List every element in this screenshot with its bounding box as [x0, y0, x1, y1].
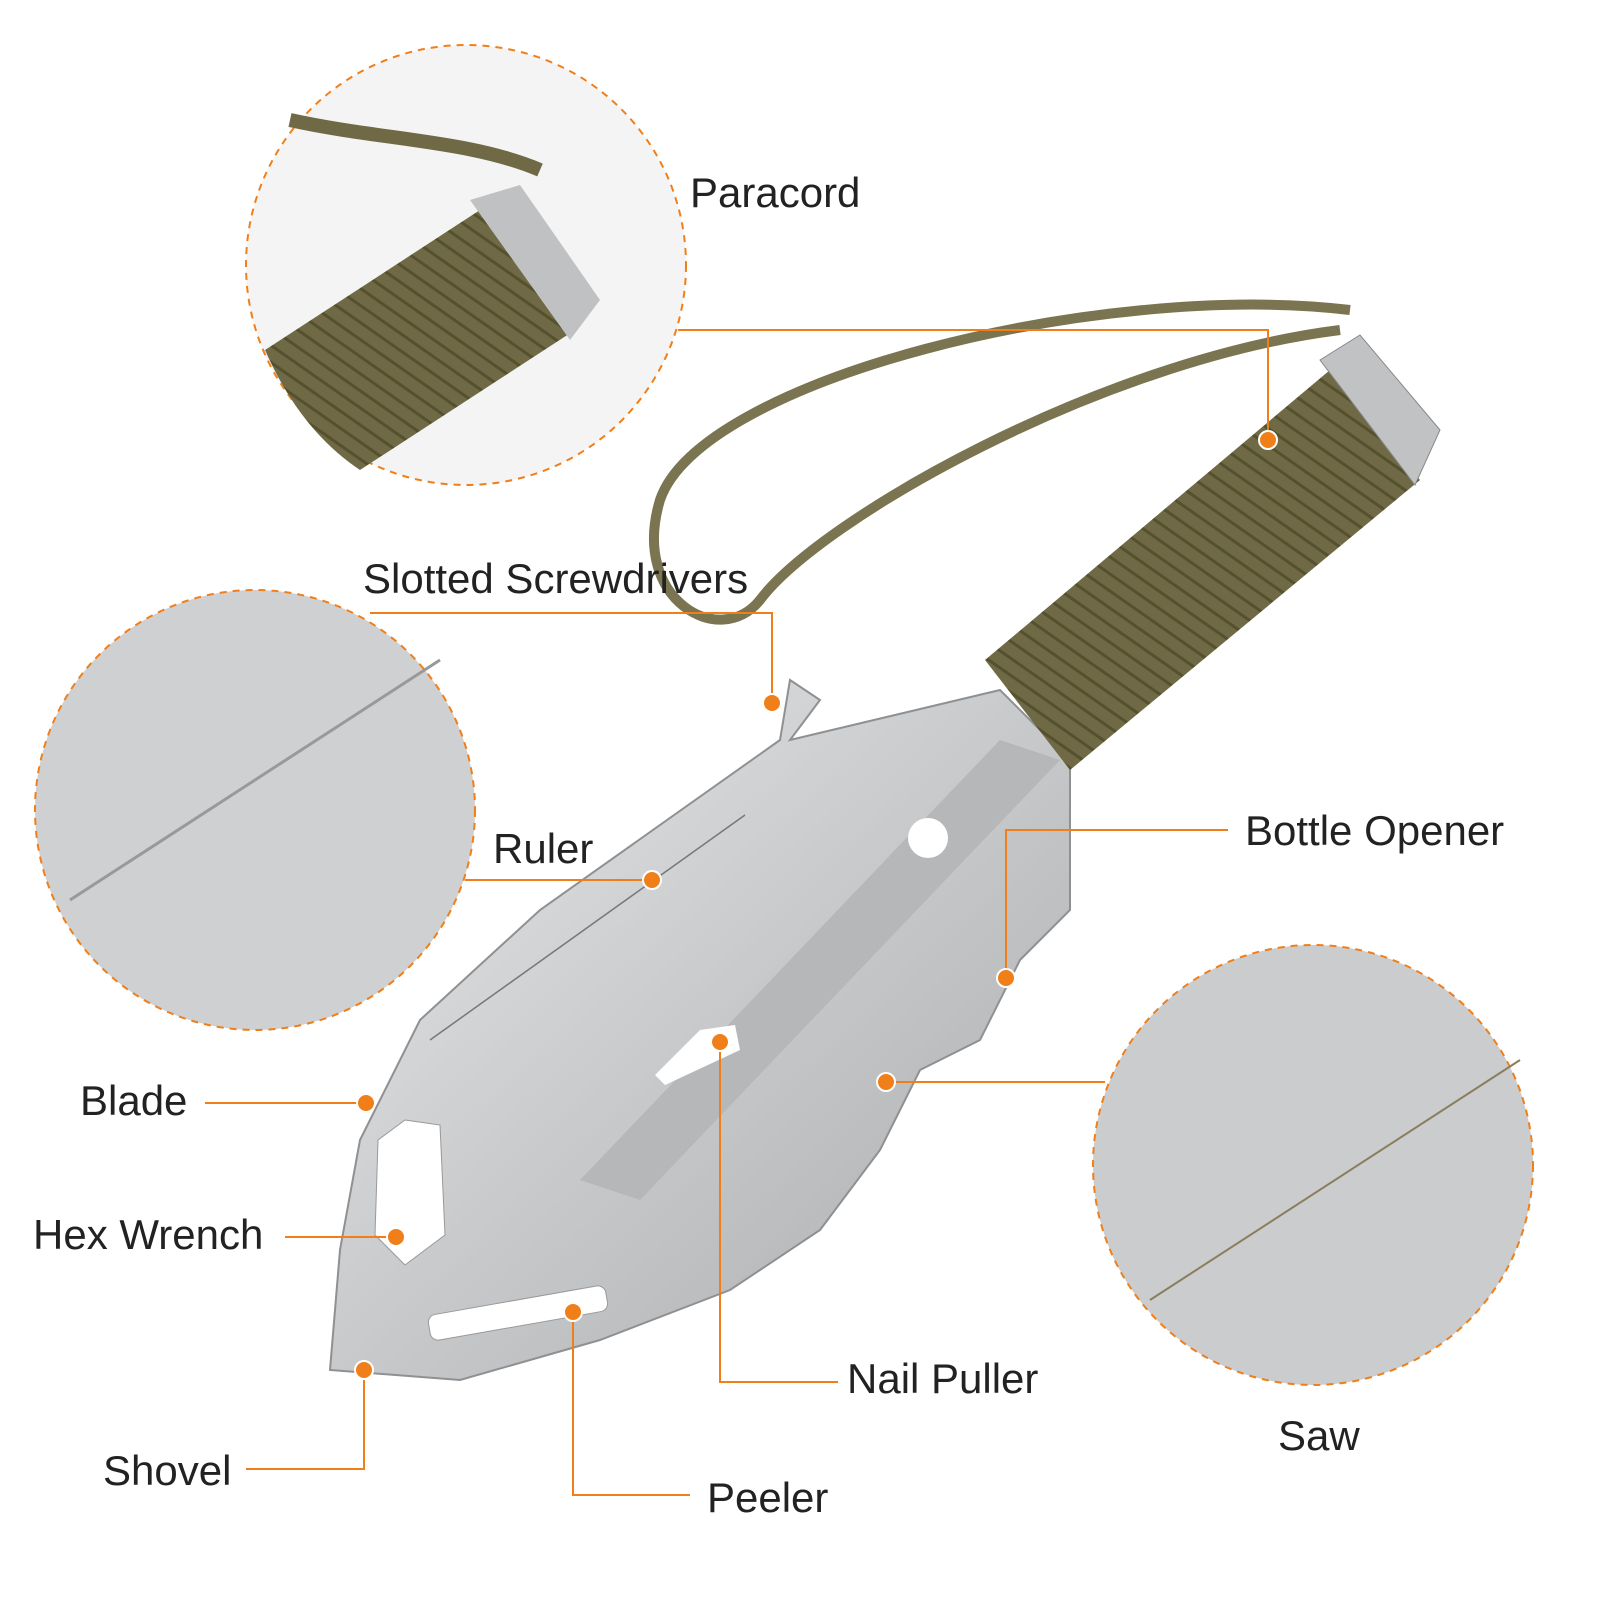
label-ruler: Ruler: [493, 825, 594, 872]
label-slotted-screwdrivers: Slotted Screwdrivers: [363, 555, 749, 602]
callout-dots: [354, 430, 1278, 1380]
blade-channel: [580, 740, 1060, 1200]
label-shovel: Shovel: [103, 1447, 232, 1494]
peeler-slot: [427, 1285, 609, 1341]
detail-circle-paracord: [245, 44, 687, 486]
callout-lines: [205, 329, 1269, 1496]
label-hex-wrench: Hex Wrench: [33, 1211, 264, 1258]
paracord-loop: [649, 299, 1351, 625]
blade-hole: [908, 818, 948, 858]
label-peeler: Peeler: [707, 1474, 829, 1521]
hex-wrench-cutout: [374, 1119, 446, 1266]
label-nail-puller: Nail Puller: [847, 1355, 1039, 1402]
label-paracord: Paracord: [690, 169, 861, 216]
paracord-handle: [985, 370, 1420, 770]
label-saw: Saw: [1278, 1412, 1360, 1459]
detail-circle-saw: [1092, 944, 1534, 1386]
handle-cap: [1319, 334, 1441, 486]
label-blade: Blade: [80, 1077, 188, 1124]
detail-circle-ruler: [34, 589, 476, 1031]
label-bottle-opener: Bottle Opener: [1245, 807, 1505, 854]
ruler-ticks: [429, 814, 746, 1041]
